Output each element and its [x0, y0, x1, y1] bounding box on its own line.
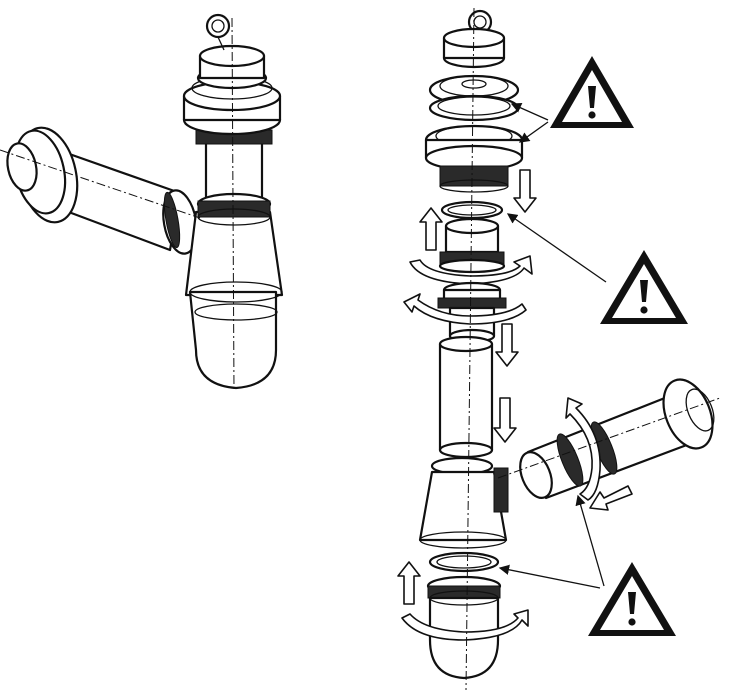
leader-warning-3b — [575, 494, 605, 587]
exploded-siphon — [397, 7, 721, 691]
warning-triangle-icon — [588, 562, 676, 636]
exploded-grate — [428, 74, 520, 122]
assembled-vertical-axis — [231, 17, 235, 393]
up-arrow-1 — [419, 207, 443, 251]
assembled-horizontal-axis — [0, 149, 201, 219]
leader-warning-1b — [518, 121, 549, 143]
leader-warning-3a — [498, 564, 601, 589]
rotate-arrow-upper — [409, 255, 533, 285]
exploded-bottom-cup — [426, 575, 502, 680]
leader-warning-1a — [510, 102, 549, 121]
exploded-drain-body — [424, 124, 524, 193]
down-arrow-2 — [495, 323, 519, 367]
push-arrow-side — [589, 485, 633, 511]
exploded-side-axis — [497, 397, 721, 479]
exploded-siphon-bowl — [418, 456, 509, 549]
leader-warning-2 — [506, 213, 607, 283]
warning-triangle-icon — [550, 56, 634, 128]
exploded-vertical-axis — [465, 7, 475, 691]
exploded-long-tube — [438, 335, 494, 459]
exploded-lower-nut — [437, 281, 507, 344]
exploded-side-outlet — [519, 378, 715, 500]
assembled-vertical-tube — [195, 129, 273, 226]
assembled-siphon-bowl — [184, 210, 284, 390]
assembled-wall-pipe — [6, 126, 198, 255]
down-arrow-3 — [493, 397, 517, 443]
rotate-arrow-side — [565, 397, 601, 501]
up-arrow-2 — [397, 561, 421, 605]
rotate-arrow-bottom — [401, 609, 529, 641]
assembled-siphon — [0, 13, 284, 393]
down-arrow-1 — [513, 169, 537, 213]
warning-triangle-icon — [600, 250, 688, 324]
exploded-upper-nut — [438, 217, 506, 274]
rotate-arrow-lower — [403, 293, 527, 325]
